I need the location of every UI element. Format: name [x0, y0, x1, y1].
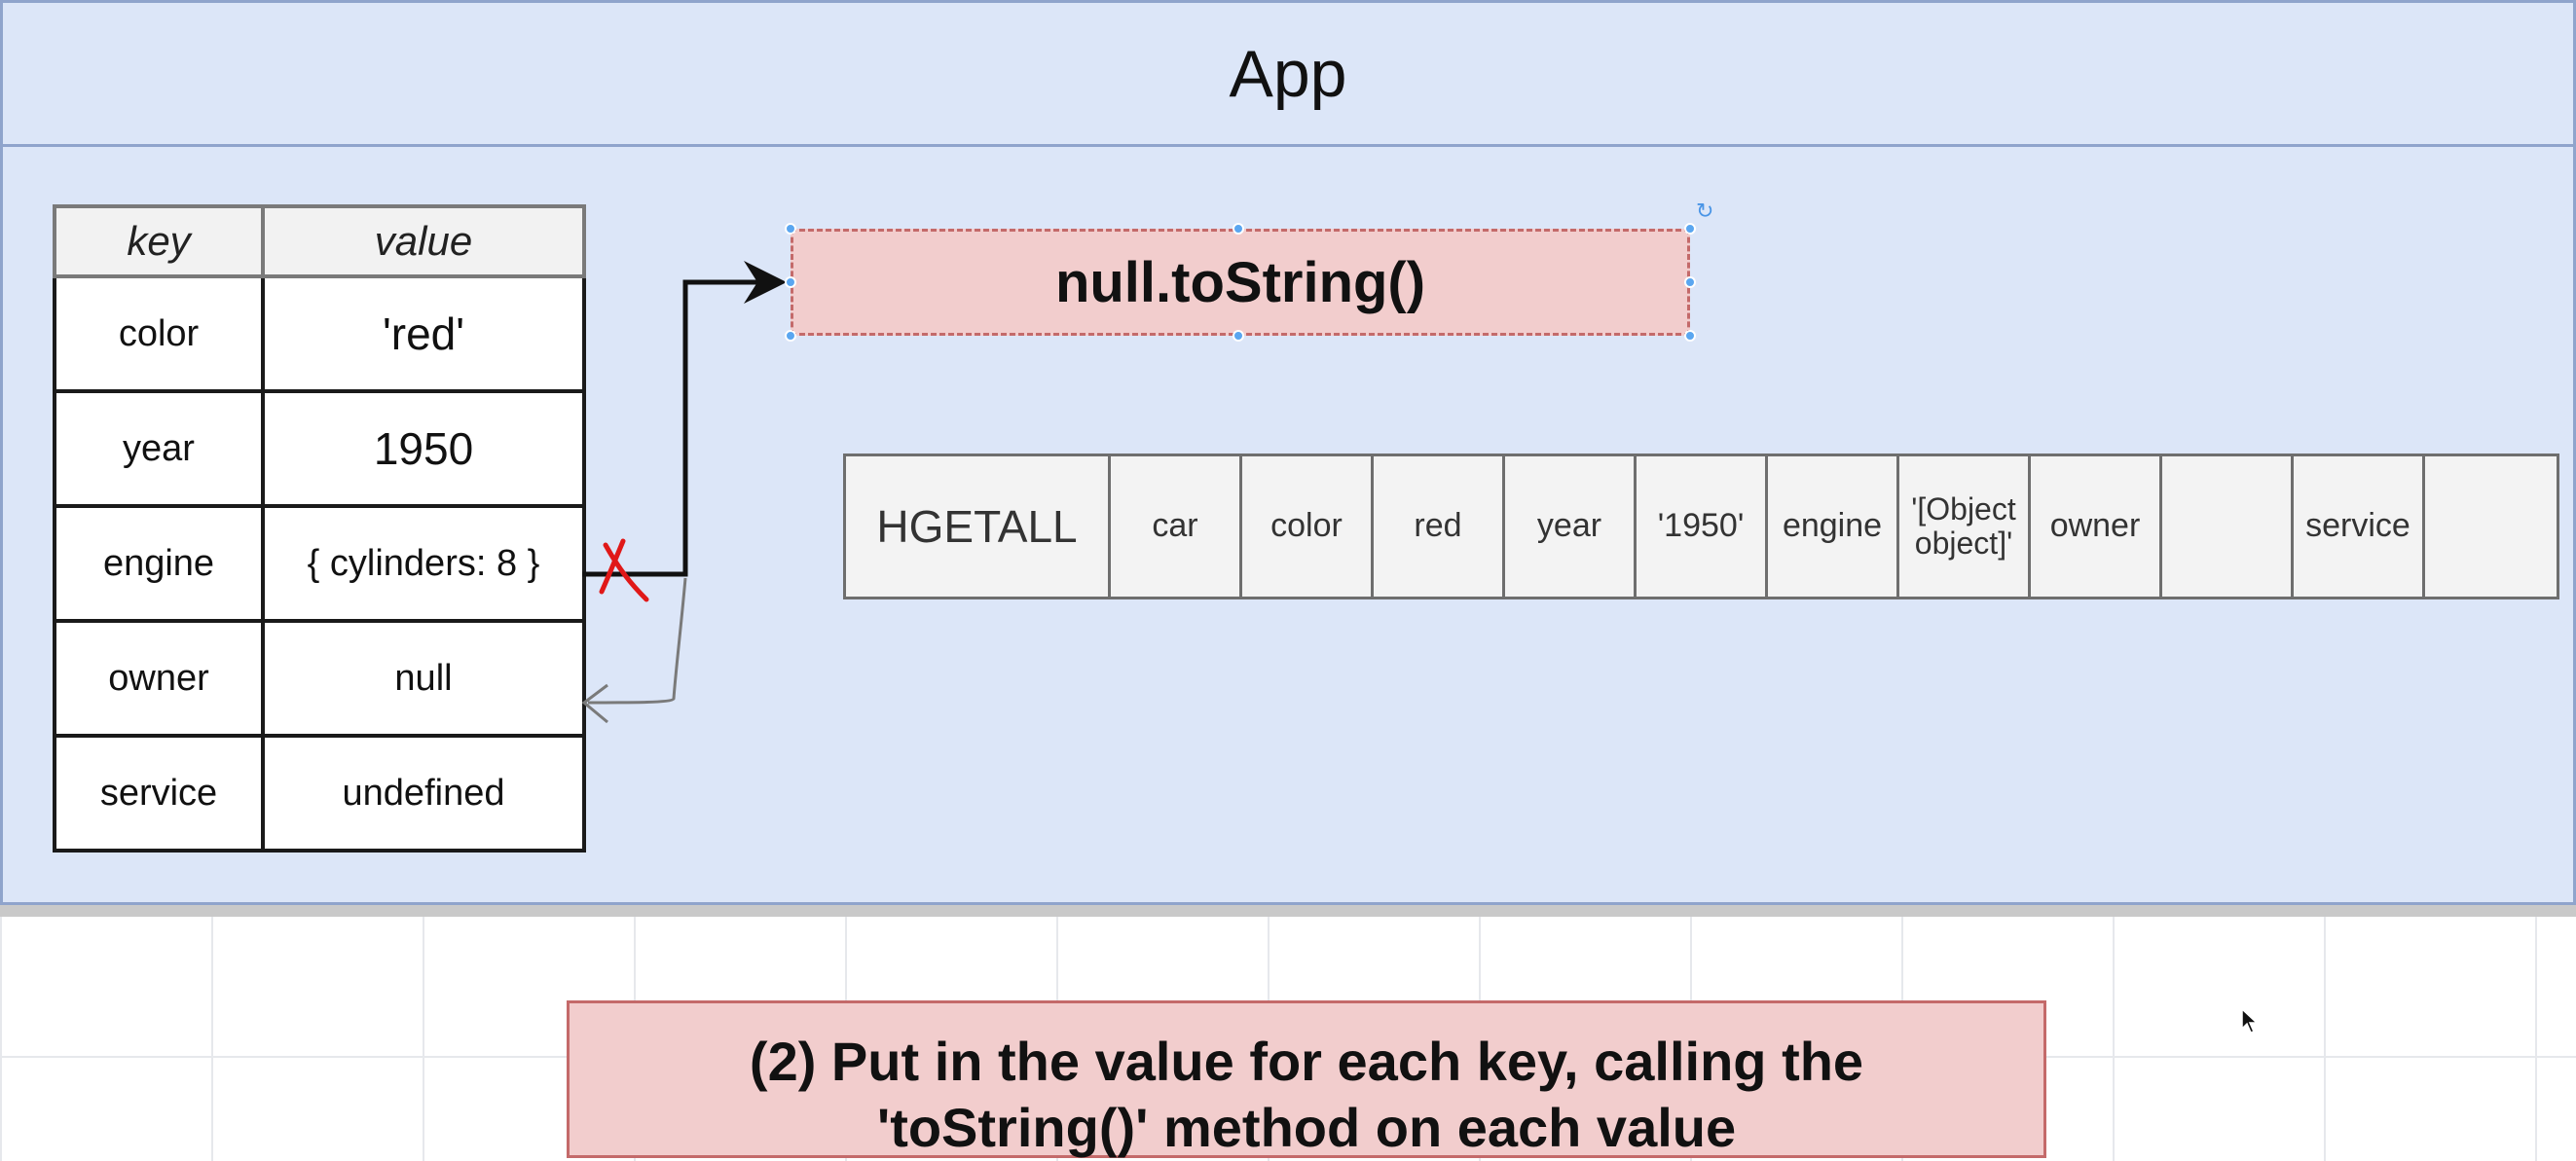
table-cell-value: null [261, 619, 586, 738]
instruction-note: (2) Put in the value for each key, calli… [567, 1000, 2046, 1158]
table-cell-key: engine [53, 504, 265, 623]
selection-handle[interactable] [1684, 223, 1696, 235]
redis-cell: year [1505, 456, 1637, 597]
table-header-value: value [261, 204, 586, 278]
note-line-2: 'toString()' method on each value [876, 1097, 1737, 1158]
selection-handle[interactable] [1233, 223, 1244, 235]
redis-cell [2425, 456, 2557, 597]
mouse-pointer-icon [2241, 1008, 2259, 1034]
null-tostring-label: null.toString() [1054, 250, 1426, 314]
table-cell-value: { cylinders: 8 } [261, 504, 586, 623]
table-cell-value: 'red' [261, 274, 586, 393]
table-row: color 'red' [53, 274, 586, 393]
table-cell-key: owner [53, 619, 265, 738]
selection-handle[interactable] [785, 330, 796, 342]
table-cell-key: service [53, 734, 265, 853]
table-header-key: key [53, 204, 265, 278]
redis-cell: '[Object object]' [1899, 456, 2031, 597]
selection-handle[interactable] [1684, 330, 1696, 342]
table-cell-value: 1950 [261, 389, 586, 508]
redis-cell: '1950' [1637, 456, 1768, 597]
table-cell-key: year [53, 389, 265, 508]
table-header-row: key value [53, 204, 586, 278]
redis-command-row: HGETALL car color red year '1950' engine… [843, 454, 2559, 599]
redis-cell: service [2294, 456, 2425, 597]
table-cell-value: undefined [261, 734, 586, 853]
selection-handle[interactable] [785, 223, 796, 235]
redis-cell: color [1242, 456, 1374, 597]
redis-cell: owner [2031, 456, 2162, 597]
redis-cell: engine [1768, 456, 1899, 597]
redis-cell [2162, 456, 2294, 597]
redis-cell: HGETALL [846, 456, 1111, 597]
table-cell-key: color [53, 274, 265, 393]
note-line-1: (2) Put in the value for each key, calli… [749, 1031, 1864, 1092]
rotate-handle-icon[interactable]: ↻ [1696, 199, 1714, 223]
table-row: service undefined [53, 734, 586, 853]
redis-cell: car [1111, 456, 1242, 597]
table-row: owner null [53, 619, 586, 738]
selection-handle[interactable] [1233, 330, 1244, 342]
key-value-table: key value color 'red' year 1950 engine {… [53, 204, 586, 853]
table-row: year 1950 [53, 389, 586, 508]
app-title: App [1229, 36, 1347, 111]
selection-handle[interactable] [785, 276, 796, 288]
redis-cell: red [1374, 456, 1505, 597]
table-row: engine { cylinders: 8 } [53, 504, 586, 623]
app-header: App [3, 3, 2573, 147]
selection-handle[interactable] [1684, 276, 1696, 288]
null-tostring-box[interactable]: null.toString() [791, 229, 1690, 336]
